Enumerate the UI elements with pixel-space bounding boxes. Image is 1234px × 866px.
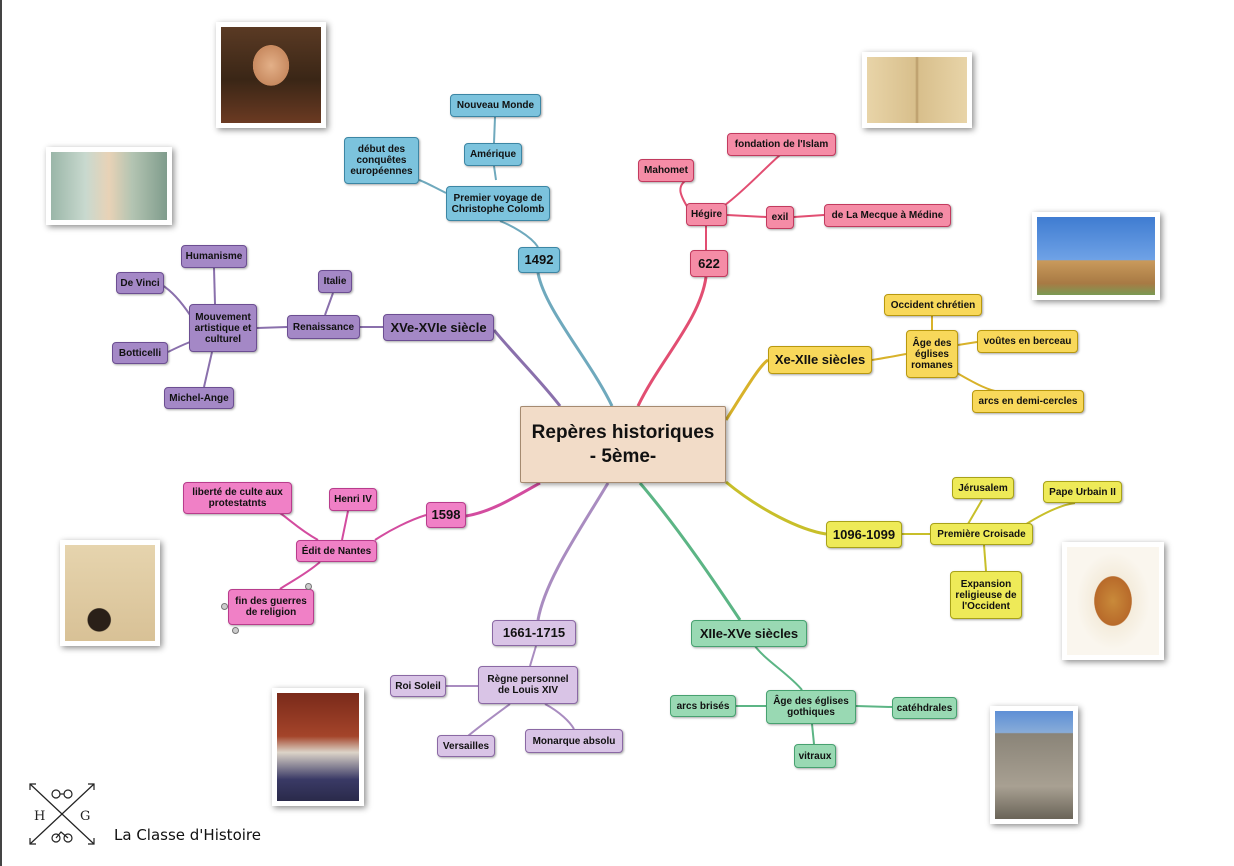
node-xve-xvie[interactable]: XVe-XVIe siècle xyxy=(383,314,494,341)
node-1492[interactable]: 1492 xyxy=(518,247,560,273)
hg-logo: H G xyxy=(29,783,95,845)
node-622[interactable]: 622 xyxy=(690,250,728,277)
node-regne-louis-xiv[interactable]: Règne personnel de Louis XIV xyxy=(478,666,578,704)
node-premier-voyage[interactable]: Premier voyage de Christophe Colomb xyxy=(446,186,550,221)
edge-center-xiixv xyxy=(638,482,742,621)
node-1598[interactable]: 1598 xyxy=(426,502,466,528)
node-arcs-demi-cercles[interactable]: arcs en demi-cercles xyxy=(972,390,1084,413)
node-xe-xiie[interactable]: Xe-XIIe siècles xyxy=(768,346,872,374)
node-hegire[interactable]: Hégire xyxy=(686,203,727,226)
node-fin-guerres-religion[interactable]: fin des guerres de religion xyxy=(228,589,314,625)
node-xiie-xve[interactable]: XIIe-XVe siècles xyxy=(691,620,807,647)
node-fondation-islam[interactable]: fondation de l'Islam xyxy=(727,133,836,156)
photo-manuscript xyxy=(862,52,972,128)
edge-center-1598 xyxy=(465,481,541,518)
node-expansion-religieuse[interactable]: Expansion religieuse de l'Occident xyxy=(950,571,1022,619)
node-humanisme[interactable]: Humanisme xyxy=(181,245,247,268)
node-renaissance[interactable]: Renaissance xyxy=(287,315,360,339)
node-jerusalem[interactable]: Jérusalem xyxy=(952,477,1014,499)
node-botticelli[interactable]: Botticelli xyxy=(112,342,168,364)
node-de-vinci[interactable]: De Vinci xyxy=(116,272,164,294)
logo-letter-h: H xyxy=(34,809,45,824)
node-occident-chretien[interactable]: Occident chrétien xyxy=(884,294,982,316)
node-nouveau-monde[interactable]: Nouveau Monde xyxy=(450,94,541,117)
node-voutes-berceau[interactable]: voûtes en berceau xyxy=(977,330,1078,353)
node-roi-soleil[interactable]: Roi Soleil xyxy=(390,675,446,697)
photo-gothic-cathedral xyxy=(990,706,1078,824)
node-exil[interactable]: exil xyxy=(766,206,794,229)
node-michel-ange[interactable]: Michel-Ange xyxy=(164,387,234,409)
edge-center-1096 xyxy=(725,480,827,536)
node-mahomet[interactable]: Mahomet xyxy=(638,159,694,182)
edge-center-1661 xyxy=(536,482,610,621)
node-1096-1099[interactable]: 1096-1099 xyxy=(826,521,902,548)
photo-columbus xyxy=(216,22,326,128)
node-1661-1715[interactable]: 1661-1715 xyxy=(492,620,576,646)
node-premiere-croisade[interactable]: Première Croisade xyxy=(930,523,1033,545)
photo-louis-xiv xyxy=(272,688,364,806)
node-mecque-medine[interactable]: de La Mecque à Médine xyxy=(824,204,951,227)
node-henri-iv[interactable]: Henri IV xyxy=(329,488,377,511)
photo-birth-of-venus xyxy=(46,147,172,225)
node-amerique[interactable]: Amérique xyxy=(464,143,522,166)
node-arcs-brises[interactable]: arcs brisés xyxy=(670,695,736,717)
edge-center-xvxvi xyxy=(492,329,562,407)
photo-romanesque-church xyxy=(1032,212,1160,300)
resize-handle-bottom[interactable] xyxy=(232,627,239,634)
photo-edict-document xyxy=(60,540,160,646)
node-age-eglises-gothiques[interactable]: Âge des églises gothiques xyxy=(766,690,856,724)
node-liberte-culte[interactable]: liberté de culte aux protestatnts xyxy=(183,482,292,514)
footer-brand-text: La Classe d'Histoire xyxy=(114,826,261,844)
resize-handle-top[interactable] xyxy=(305,583,312,590)
logo-letter-g: G xyxy=(80,809,90,824)
edge-center-622 xyxy=(636,276,708,407)
node-italie[interactable]: Italie xyxy=(318,270,352,293)
edge-center-xexii xyxy=(724,358,769,421)
node-age-eglises-romanes[interactable]: Âge des églises romanes xyxy=(906,330,958,378)
node-pape-urbain[interactable]: Pape Urbain II xyxy=(1043,481,1122,503)
node-cathedrales[interactable]: catéhdrales xyxy=(892,697,957,719)
node-versailles[interactable]: Versailles xyxy=(437,735,495,757)
photo-crusader xyxy=(1062,542,1164,660)
left-border xyxy=(0,0,2,866)
center-node[interactable]: Repères historiques - 5ème- xyxy=(520,406,726,483)
resize-handle-left[interactable] xyxy=(221,603,228,610)
edge-center-1492 xyxy=(536,272,614,407)
node-vitraux[interactable]: vitraux xyxy=(794,744,836,768)
node-mouvement-artistique[interactable]: Mouvement artistique et culturel xyxy=(189,304,257,352)
node-edit-nantes[interactable]: Édit de Nantes xyxy=(296,540,377,562)
node-conquetes[interactable]: début des conquêtes européennes xyxy=(344,137,419,184)
node-monarque-absolu[interactable]: Monarque absolu xyxy=(525,729,623,753)
